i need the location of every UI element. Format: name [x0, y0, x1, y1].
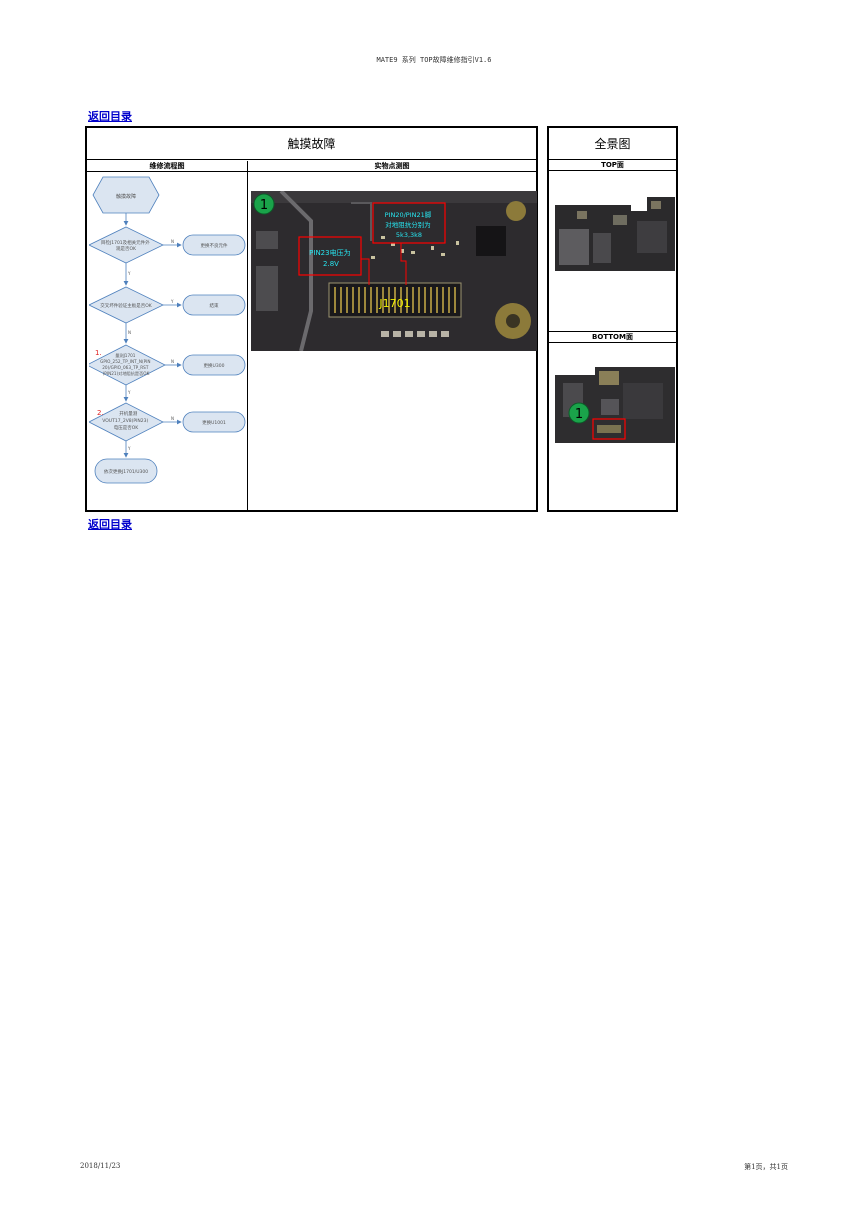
flow-column-header: 维修流程图 — [87, 161, 247, 172]
flow-decision-3-number: 1. — [95, 349, 102, 357]
svg-text:N: N — [171, 359, 174, 364]
back-to-toc-link-bottom[interactable]: 返回目录 — [88, 518, 132, 531]
footer-page-number: 第1页，共1页 — [744, 1163, 788, 1171]
svg-text:Y: Y — [127, 390, 131, 395]
flow-end-node — [94, 458, 158, 484]
flow-decision-3-text: 量测J1701 GPIO_252_TP_INT_N(PIN 20)/GPIO_0… — [100, 352, 152, 377]
bottom-side-label: BOTTOM面 — [549, 331, 676, 343]
svg-text:1: 1 — [260, 198, 268, 213]
repair-flowchart: 触摸故障 目检J1701及相关元件外 观是否OK N 更换不良元件 Y 交叉坏件… — [89, 176, 246, 484]
top-board-image — [552, 193, 675, 273]
bottom-connector-highlight — [591, 418, 626, 440]
flow-end-text: 依次更换J1701/U300 — [104, 468, 148, 475]
panorama-title: 全景图 — [549, 128, 676, 160]
svg-text:N: N — [128, 330, 131, 335]
flow-decision-4-number: 2. — [97, 409, 104, 417]
flow-result-3-text: 更换U300 — [204, 362, 225, 369]
flow-result-1-text: 更换不良元件 — [201, 242, 228, 249]
flow-start-text: 触摸故障 — [116, 193, 136, 200]
document-header: MATE9 系列 TOP故障维修指引V1.6 — [376, 56, 492, 64]
voltage-note: PIN23电压为 2.8V — [309, 248, 353, 268]
connector-label: J1701 — [378, 297, 410, 310]
pins-highlight-box — [372, 202, 446, 244]
column-divider — [247, 161, 248, 510]
footer-date: 2018/11/23 — [80, 1162, 121, 1170]
fault-title: 触摸故障 — [87, 128, 536, 160]
flow-start-node — [92, 176, 160, 214]
flow-result-4-text: 更换U1001 — [202, 419, 226, 426]
flow-decision-2-text: 交叉坏件验证主板是否OK — [100, 302, 153, 309]
pins-note: PIN20/PIN21脚 对地阻抗分别为 5k3,3k8 — [385, 210, 434, 239]
fault-table: 触摸故障 维修流程图 实物点测图 触摸故障 目检J1701及相关元件外 观是否O… — [85, 126, 538, 512]
pcb-measurement-photo: J1701 PIN20/PIN21脚 对地阻抗分别为 5k3,3k8 PIN23… — [251, 191, 537, 351]
flow-result-2-text: 结束 — [210, 302, 219, 309]
marker-1-icon — [253, 193, 275, 215]
svg-text:N: N — [171, 239, 174, 244]
flow-result-1 — [182, 234, 246, 256]
flow-result-3 — [182, 354, 246, 376]
photo-column-header: 实物点测图 — [248, 161, 536, 172]
back-to-toc-link-top[interactable]: 返回目录 — [88, 110, 132, 123]
top-side-label: TOP面 — [549, 160, 676, 171]
flow-decision-4-text: 开机量测 VOUT17_2V8(PIN23) 电压是否OK — [102, 410, 149, 431]
bottom-marker-1-icon — [568, 402, 589, 424]
svg-text:Y: Y — [170, 299, 174, 304]
bottom-board-image: 1 — [554, 367, 675, 443]
svg-text:N: N — [171, 416, 174, 421]
flow-result-2 — [182, 294, 246, 316]
panorama-table: 全景图 TOP面 BOTTOM面 1 — [547, 126, 678, 512]
flow-result-4 — [182, 411, 246, 433]
svg-text:Y: Y — [127, 271, 131, 276]
flow-decision-1-text: 目检J1701及相关元件外 观是否OK — [101, 239, 151, 252]
voltage-highlight-box — [298, 236, 362, 276]
svg-text:Y: Y — [127, 446, 131, 451]
svg-text:1: 1 — [574, 407, 582, 422]
